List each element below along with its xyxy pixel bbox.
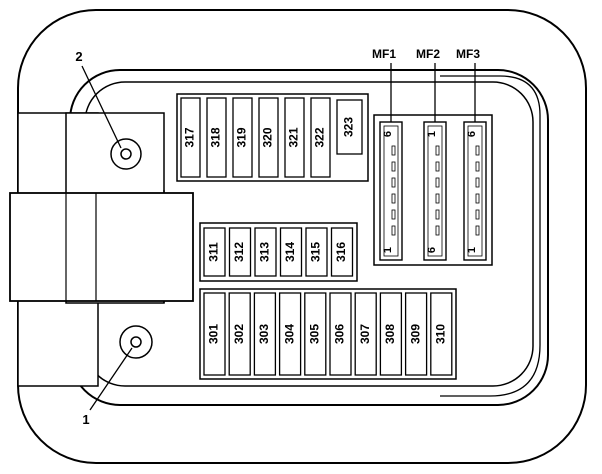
megafuse-inner-3: [467, 125, 483, 257]
fuse-label-304: 304: [282, 324, 296, 344]
megafuse-1: [379, 121, 403, 261]
fuse-label-323: 323: [342, 117, 356, 137]
megafuse-group: MF1 6 1 MF2 1 6 MF3 6 1: [372, 47, 487, 261]
fuse-322: [310, 97, 331, 178]
megafuse-terminal-bottom-3: 1: [466, 247, 478, 253]
megafuse-slot: [475, 193, 480, 204]
connector-block: [9, 192, 194, 302]
fuse-313: [254, 227, 277, 277]
megafuse-slot: [391, 193, 396, 204]
megafuse-slot: [391, 177, 396, 188]
fuse-label-319: 319: [235, 127, 249, 147]
megafuse-slot: [475, 225, 480, 236]
callout-leader-2: [81, 65, 122, 149]
fuse-row-top: 317 318 319 320 321 322 323: [180, 97, 363, 178]
fuse-label-308: 308: [383, 324, 397, 344]
mounting-bolt-1-inner: [130, 336, 142, 348]
fuse-label-301: 301: [207, 324, 221, 344]
fuse-303: [253, 292, 277, 376]
fuse-310: [430, 292, 453, 376]
megafuse-slot: [475, 161, 480, 172]
fuse-301: [203, 292, 226, 376]
fuse-309: [404, 292, 428, 376]
fuse-302: [228, 292, 251, 376]
fuse-315: [305, 227, 328, 277]
fuse-label-312: 312: [232, 242, 246, 262]
fuse-label-315: 315: [309, 242, 323, 262]
fuse-label-318: 318: [209, 127, 223, 147]
megafuse-terminal-top-1: 6: [382, 131, 394, 137]
fuse-label-317: 317: [183, 127, 197, 147]
megafuse-label-mf3: MF3: [456, 47, 480, 61]
megafuse-slot: [475, 209, 480, 220]
fuse-319: [232, 97, 253, 178]
fuse-label-322: 322: [313, 127, 327, 147]
megafuse-3: [463, 121, 487, 261]
callout-label-1: 1: [82, 412, 89, 427]
fuse-block-bottom-frame: [199, 288, 457, 380]
megafuse-inner-2: [427, 125, 443, 257]
megafuse-slot: [435, 209, 440, 220]
megafuse-label-mf2: MF2: [416, 47, 440, 61]
fuse-312: [228, 227, 252, 277]
fuse-label-309: 309: [408, 324, 422, 344]
megafuse-slot: [391, 161, 396, 172]
fuse-305: [304, 292, 327, 376]
megafuse-panel: [373, 114, 493, 266]
megafuse-label-mf1: MF1: [372, 47, 396, 61]
callout-label-2: 2: [75, 49, 82, 64]
megafuse-slot: [435, 177, 440, 188]
callout-leader-1: [89, 347, 133, 411]
fuse-323: [336, 99, 363, 155]
fuse-label-307: 307: [358, 324, 372, 344]
fuse-label-316: 316: [334, 242, 348, 262]
fuse-block-top-frame: [176, 93, 369, 182]
fuse-317: [180, 97, 201, 178]
fuse-311: [203, 227, 226, 277]
megafuse-inner-1: [383, 125, 399, 257]
megafuse-slot: [435, 161, 440, 172]
fuse-label-321: 321: [287, 127, 301, 147]
fuse-306: [329, 292, 352, 376]
fuse-block-middle-frame: [199, 222, 358, 282]
fuse-label-305: 305: [307, 324, 321, 344]
megafuse-slot: [475, 145, 480, 156]
fuse-label-306: 306: [333, 324, 347, 344]
fuse-307: [354, 292, 377, 376]
fuse-320: [258, 97, 279, 178]
fuse-316: [330, 227, 354, 277]
fuse-318: [206, 97, 227, 178]
megafuse-terminal-top-2: 1: [426, 131, 438, 137]
fuse-314: [279, 227, 303, 277]
fuse-row-bottom: 301 302 303 304 305 306 307 308 309 310: [203, 292, 453, 376]
megafuse-terminal-bottom-2: 6: [426, 247, 438, 253]
fuse-label-302: 302: [232, 324, 246, 344]
megafuse-slot: [475, 177, 480, 188]
megafuse-slot: [435, 193, 440, 204]
fuse-321: [284, 97, 305, 178]
fuse-label-311: 311: [207, 242, 221, 262]
fuse-304: [278, 292, 302, 376]
fuse-label-303: 303: [257, 324, 271, 344]
fuse-row-middle: 311 312 313 314 315 316: [203, 227, 354, 277]
megafuse-slot: [435, 145, 440, 156]
megafuse-slot: [391, 145, 396, 156]
fuse-box-right-frame: [440, 75, 541, 397]
fuse-label-313: 313: [258, 242, 272, 262]
fuse-308: [379, 292, 403, 376]
megafuse-slot: [435, 225, 440, 236]
megafuse-terminal-top-3: 6: [466, 131, 478, 137]
fuse-label-320: 320: [261, 127, 275, 147]
megafuse-terminal-bottom-1: 1: [382, 247, 394, 253]
fuse-label-310: 310: [433, 324, 447, 344]
megafuse-2: [423, 121, 447, 261]
mounting-bolt-2-inner: [120, 148, 132, 160]
fuse-label-314: 314: [283, 242, 297, 262]
megafuse-slot: [391, 225, 396, 236]
megafuse-slot: [391, 209, 396, 220]
